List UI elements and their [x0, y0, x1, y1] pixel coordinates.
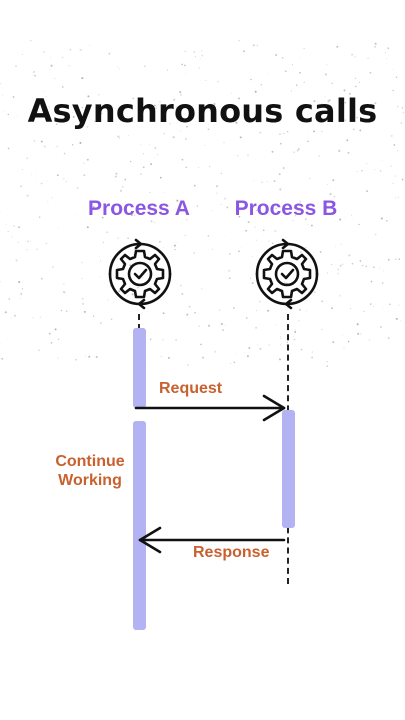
diagram-title: Asynchronous calls — [27, 92, 378, 130]
response-label: Response — [193, 544, 270, 561]
request-label: Request — [159, 380, 223, 397]
process-a-activation-bar — [133, 328, 146, 408]
continue-working-label: Continue Working — [40, 452, 140, 490]
process-a-label: Process A — [88, 197, 190, 220]
gear-check-icon — [255, 238, 319, 310]
continue-line-1: Continue — [55, 453, 125, 470]
continue-line-2: Working — [58, 472, 122, 489]
process-b-activation-bar — [282, 410, 295, 528]
process-a-activation-bar — [133, 421, 146, 630]
process-a-lifeline — [138, 314, 140, 330]
process-b-label: Process B — [234, 197, 338, 220]
gear-check-icon — [108, 238, 172, 310]
